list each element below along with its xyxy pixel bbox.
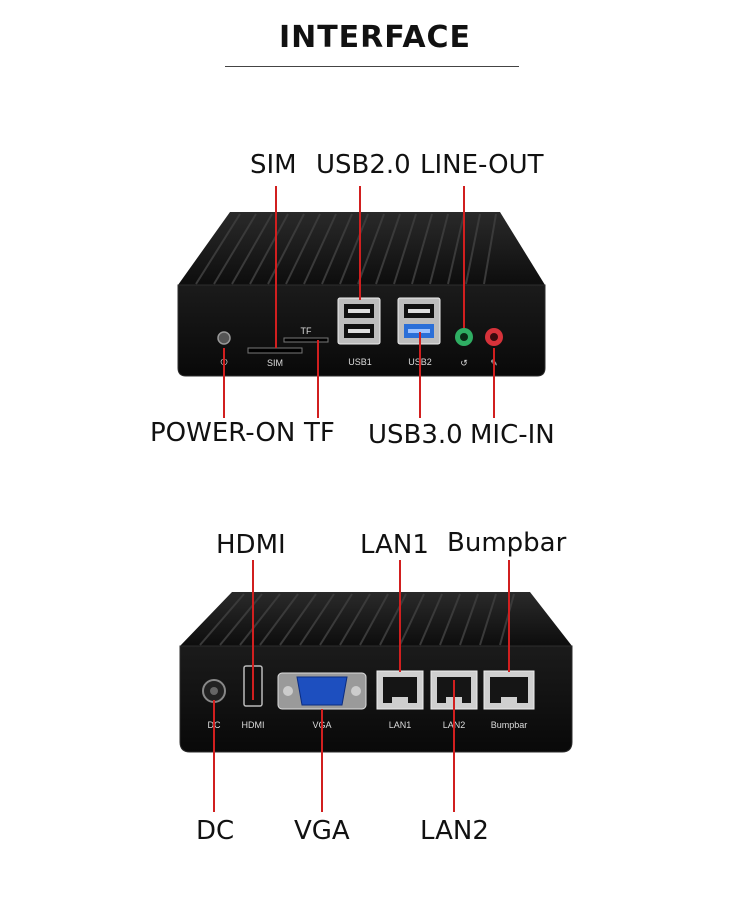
vga-port [277,672,367,710]
tf-slot [283,337,329,343]
label-usb3-0: USB3.0 [368,420,463,450]
lan1-port [376,670,424,710]
label-lan1: LAN1 [360,530,429,560]
label-bumpbar: Bumpbar [447,528,567,558]
bumpbar-port [483,670,535,710]
label-dc: DC [196,816,235,846]
label-power-on: POWER-ON [150,418,296,448]
page-title: INTERFACE [278,20,472,55]
front-callout-lines [223,186,495,418]
back-callout-lines [213,560,510,812]
headphone-icon: ↺ [460,358,468,368]
label-line-out: LINE-OUT [420,150,544,180]
sim-port-print: SIM [267,358,283,368]
front-heatsink-fins [195,213,497,285]
usb2-port [397,297,441,345]
power-button [217,331,231,345]
bumpbar-port-print: Bumpbar [491,720,528,730]
label-mic-in: MIC-IN [470,420,555,450]
label-vga: VGA [294,816,350,846]
label-usb2-0: USB2.0 [316,150,411,180]
usb1-port-print: USB1 [348,357,372,367]
title-underline [225,66,519,67]
front-panel-diagram: ⏻ SIM TF USB1 USB2 ↺ ✎ [177,186,546,418]
front-chassis-top [178,212,545,285]
label-lan2: LAN2 [420,816,489,846]
lan1-port-print: LAN1 [389,720,412,730]
back-heatsink-fins [199,593,515,646]
label-tf: TF [304,418,335,448]
label-sim: SIM [250,150,297,180]
usb1-port [337,297,381,345]
tf-port-print: TF [301,326,312,336]
label-hdmi: HDMI [216,530,286,560]
hdmi-port-print: HDMI [242,720,265,730]
